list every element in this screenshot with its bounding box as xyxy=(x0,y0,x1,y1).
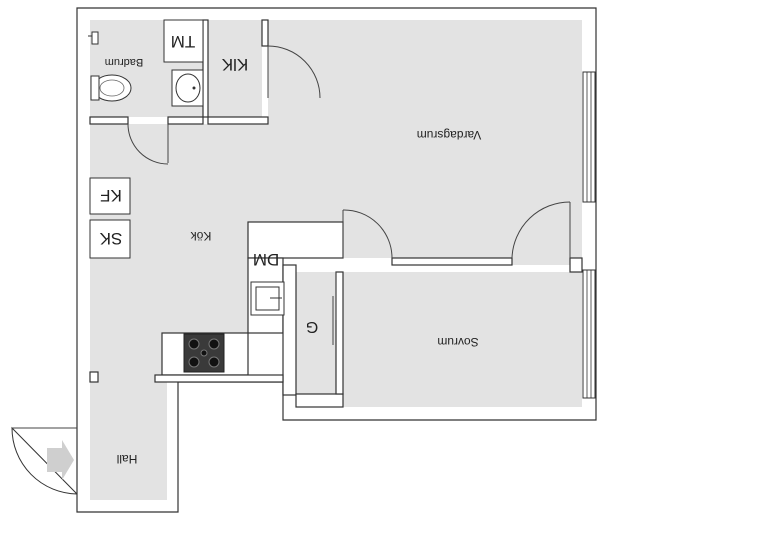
floor-areas xyxy=(90,20,582,500)
door-swing-icon xyxy=(342,209,393,259)
fixture-label-dm: DM xyxy=(253,250,279,269)
doors xyxy=(11,45,571,496)
fixture-labels: TM KlK KF SK DM G xyxy=(99,32,318,335)
faucet-icon xyxy=(88,31,99,45)
room-labels: Badrum Vardagsrum Kök Sovrum Hall xyxy=(105,56,482,466)
windows xyxy=(582,71,596,399)
fixture-label-g: G xyxy=(306,318,318,335)
floor-klk xyxy=(208,20,262,117)
door-swing-icon xyxy=(127,123,169,165)
floor-vardagsrum xyxy=(248,20,582,265)
room-label-sovrum: Sovrum xyxy=(437,335,478,349)
kok-fixtures xyxy=(89,177,285,373)
interior-walls xyxy=(89,19,583,408)
sink-icon xyxy=(171,69,204,107)
toilet-icon xyxy=(90,74,132,102)
fixture-label-sk: SK xyxy=(99,229,122,248)
room-label-badrum: Badrum xyxy=(105,56,144,68)
room-label-vardagsrum: Vardagsrum xyxy=(417,128,481,142)
fixture-label-klk: KlK xyxy=(221,55,248,74)
door-swing-icon xyxy=(267,45,321,99)
window-icon xyxy=(582,269,596,399)
floor-hall xyxy=(90,375,167,500)
room-label-hall: Hall xyxy=(117,452,138,466)
sink-icon xyxy=(250,281,285,316)
room-label-kok: Kök xyxy=(190,229,212,243)
fixture-label-kf: KF xyxy=(100,186,122,205)
badrum-fixtures xyxy=(88,19,204,107)
door-swing-icon xyxy=(11,426,78,496)
door-swing-icon xyxy=(511,201,571,259)
stove-icon xyxy=(183,333,225,373)
fixture-label-tm: TM xyxy=(171,32,196,51)
floor-garderob xyxy=(296,272,336,394)
floor-sovrum xyxy=(343,272,582,407)
entrance-arrow-icon xyxy=(47,440,74,480)
window-icon xyxy=(582,71,596,203)
